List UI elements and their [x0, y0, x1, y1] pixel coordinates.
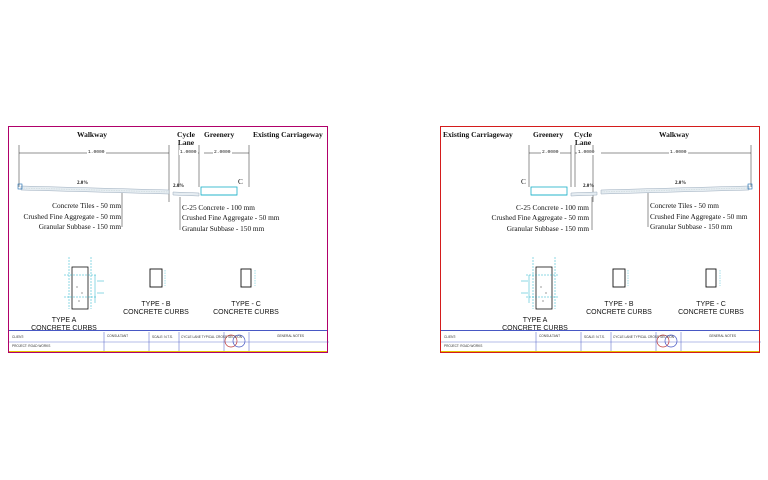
cross-section-geometry	[9, 145, 329, 352]
tb-consultant: CONSULTANT	[539, 334, 561, 338]
header-existing-carriageway: Existing Carriageway	[443, 130, 513, 139]
header-cycle-lane: Cycle Lane	[574, 130, 592, 147]
curb-type-c-subtitle: CONCRETE CURBS	[678, 309, 744, 316]
curb-type-a-title: TYPE A	[51, 317, 77, 324]
dim-cycle: 1.0000	[179, 150, 198, 155]
curb-type-a-label: TYPE A CONCRETE CURBS	[29, 317, 99, 333]
layer-walkway-3: Granular Subbase - 150 mm	[650, 222, 733, 231]
curb-type-a-subtitle: CONCRETE CURBS	[502, 325, 568, 332]
layer-walkway-1: Concrete Tiles - 50 mm	[52, 201, 121, 210]
curb-type-b-subtitle: CONCRETE CURBS	[586, 309, 652, 316]
curb-type-c-title: TYPE - C	[231, 301, 261, 308]
tb-project: PROJECT: ROAD WORKS	[12, 344, 51, 348]
layer-walkway-3: Granular Subbase - 150 mm	[38, 222, 121, 231]
tb-drawing: CYCLE LANE TYPICAL CROSS SECTION	[613, 335, 675, 339]
curb-type-b-title: TYPE - B	[604, 301, 634, 308]
layer-walkway-2: Crushed Fine Aggregate - 50 mm	[650, 212, 748, 221]
header-cycle-lane: Cycle Lane	[177, 130, 195, 147]
dim-cycle: 1.0000	[577, 150, 596, 155]
curb-type-c-subtitle: CONCRETE CURBS	[213, 309, 279, 316]
dim-greenery: 2.0000	[541, 150, 560, 155]
drawing-sheet-left: Walkway Cycle Lane Greenery Existing Car…	[8, 126, 329, 353]
curb-type-c-title: TYPE - C	[696, 301, 726, 308]
curb-type-a-label: TYPE A CONCRETE CURBS	[500, 317, 570, 333]
layer-cycle-3: Granular Subbase - 150 mm	[506, 224, 589, 233]
tb-drawing: CYCLE LANE TYPICAL CROSS SECTION	[181, 335, 243, 339]
tb-client: CLIENT:	[12, 335, 24, 339]
slope-cycle: 2.0%	[583, 184, 595, 189]
tb-client: CLIENT:	[444, 335, 456, 339]
tb-notes: GENERAL NOTES	[709, 334, 736, 338]
curb-type-a-title: TYPE A	[522, 317, 548, 324]
tb-consultant: CONSULTANT	[107, 334, 129, 338]
header-walkway: Walkway	[77, 130, 108, 139]
tb-scale: SCALE: N.T.S.	[152, 335, 173, 339]
slope-cycle: 2.0%	[173, 184, 185, 189]
curb-type-c-label: TYPE - C CONCRETE CURBS	[211, 301, 281, 317]
curb-type-c-label: TYPE - C CONCRETE CURBS	[676, 301, 746, 317]
layer-cycle-1: C-25 Concrete - 100 mm	[516, 203, 589, 212]
header-walkway: Walkway	[659, 130, 690, 139]
dim-greenery: 2.0000	[213, 150, 232, 155]
cross-section-geometry-mirrored	[441, 145, 761, 352]
slope-walkway: 2.0%	[77, 181, 89, 186]
curb-type-b-title: TYPE - B	[141, 301, 171, 308]
layer-cycle-2: Crushed Fine Aggregate - 50 mm	[491, 213, 589, 222]
layer-cycle-3: Granular Subbase - 150 mm	[182, 224, 265, 233]
dim-walkway: 1.0000	[87, 150, 106, 155]
curb-mark: C	[238, 177, 243, 186]
layer-cycle-1: C-25 Concrete - 100 mm	[182, 203, 255, 212]
curb-mark: C	[521, 177, 526, 186]
curb-type-b-label: TYPE - B CONCRETE CURBS	[584, 301, 654, 317]
curb-type-b-subtitle: CONCRETE CURBS	[123, 309, 189, 316]
header-greenery: Greenery	[533, 130, 564, 139]
curb-type-a-subtitle: CONCRETE CURBS	[31, 325, 97, 332]
layer-walkway-2: Crushed Fine Aggregate - 50 mm	[23, 212, 121, 221]
dim-walkway: 1.0000	[669, 150, 688, 155]
tb-notes: GENERAL NOTES	[277, 334, 304, 338]
title-block	[441, 330, 759, 353]
tb-project: PROJECT: ROAD WORKS	[444, 344, 483, 348]
header-greenery: Greenery	[204, 130, 235, 139]
layer-walkway-1: Concrete Tiles - 50 mm	[650, 201, 719, 210]
header-existing-carriageway: Existing Carriageway	[253, 130, 323, 139]
tb-scale: SCALE: N.T.S.	[584, 335, 605, 339]
curb-type-b-label: TYPE - B CONCRETE CURBS	[121, 301, 191, 317]
title-block	[9, 330, 327, 353]
layer-cycle-2: Crushed Fine Aggregate - 50 mm	[182, 213, 280, 222]
drawing-sheet-right: Existing Carriageway Greenery Cycle Lane…	[440, 126, 761, 353]
slope-walkway: 2.0%	[675, 181, 687, 186]
